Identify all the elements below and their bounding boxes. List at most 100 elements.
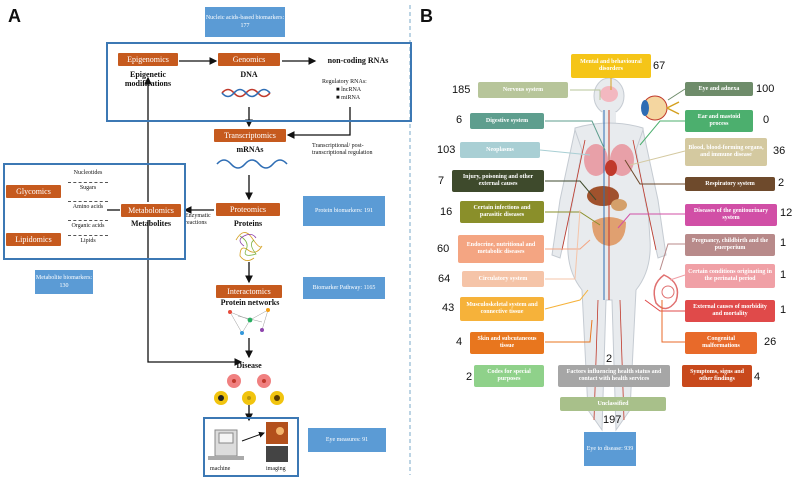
- molecule-list: Nucleotides Sugars Amino acids Organic a…: [68, 170, 108, 248]
- lncrna-item: ■ lncRNA: [336, 87, 362, 93]
- category-blood-immune: Blood, blood-forming organs, and immune …: [685, 138, 767, 166]
- count-infections-parasitic: 16: [440, 206, 453, 218]
- count-circulatory-system: 64: [438, 273, 451, 285]
- eye-machine-graphic: [208, 429, 244, 460]
- count-mental-behavioural: 67: [653, 60, 666, 72]
- retina-image-graphic: [241, 422, 288, 462]
- count-congenital-malformations: 26: [764, 336, 777, 348]
- mirna-item: ■ miRNA: [336, 95, 361, 101]
- mrnas-label: mRNAs: [236, 145, 264, 154]
- fetus-graphic: [653, 274, 679, 310]
- metabolites-label: Metabolites: [131, 219, 171, 228]
- molecule-sugars: Sugars: [79, 185, 97, 191]
- panel-a-letter: A: [8, 6, 21, 26]
- count-digestive-system: 6: [456, 114, 463, 126]
- callout-eye-measures: Eye measures: 91: [308, 428, 386, 452]
- category-unclassified: Unclassified: [560, 397, 666, 411]
- count-musculoskeletal: 43: [442, 302, 455, 314]
- category-congenital-malformations: Congenital malformations: [685, 332, 757, 354]
- dna-helix-graphic: [221, 88, 271, 98]
- count-factors-health-status: 2: [606, 353, 613, 365]
- count-neoplasms: 103: [437, 144, 456, 156]
- count-external-causes: 1: [780, 304, 787, 316]
- category-endocrine-metabolic: Endocrine, nutritional and metabolic dis…: [458, 235, 544, 263]
- count-special-purposes: 2: [466, 371, 473, 383]
- leader-lines: [539, 78, 686, 343]
- count-skin-subcutaneous: 4: [456, 336, 463, 348]
- protein-networks-label: Protein networks: [220, 298, 280, 307]
- disease-label: Disease: [236, 361, 262, 370]
- count-symptoms-signs: 4: [754, 371, 761, 383]
- category-musculoskeletal: Musculoskeletal system and connective ti…: [460, 297, 544, 321]
- category-skin-subcutaneous: Skin and subcutaneous tissue: [470, 332, 544, 354]
- network-graphic: [228, 308, 270, 335]
- genomics-box: Genomics: [218, 53, 280, 66]
- category-external-causes: External causes of morbidity and mortali…: [685, 300, 775, 322]
- callout-biomarker-pathway: Biomarker Pathway: 1165: [303, 277, 385, 299]
- callout-metabolite-biomarkers: Metabolite biomarkers: 130: [35, 270, 93, 294]
- count-eye-adnexa: 100: [756, 83, 775, 95]
- category-symptoms-signs: Symptoms, signs and other findings: [682, 365, 752, 387]
- category-eye-adnexa: Eye and adnexa: [685, 82, 753, 96]
- category-circulatory-system: Circulatory system: [462, 271, 544, 287]
- enzymatic-reactions-label: Enzymatic reactions: [185, 213, 211, 226]
- eye-measures-box: [203, 417, 299, 477]
- proteins-label: Proteins: [233, 219, 263, 228]
- category-pregnancy-childbirth: Pregnancy, childbirth and the puerperium: [685, 234, 775, 256]
- category-digestive-system: Digestive system: [470, 113, 544, 129]
- glycomics-box: Glycomics: [6, 185, 61, 198]
- category-genitourinary: Diseases of the genitourinary system: [685, 204, 777, 226]
- transcriptomics-box: Transcriptomics: [214, 129, 286, 142]
- molecule-separator: [68, 182, 108, 183]
- disease-eye-images: [214, 374, 284, 405]
- molecule-nucleotides: Nucleotides: [73, 170, 103, 176]
- callout-protein-biomarkers: Protein biomarkers: 191: [303, 196, 385, 226]
- epigenetic-modifications-label: Epigenetic modifications: [124, 70, 172, 88]
- molecule-separator: [68, 235, 108, 236]
- category-injury-poisoning: Injury, poisoning and other external cau…: [452, 170, 544, 192]
- lipidomics-box: Lipidomics: [6, 233, 61, 246]
- regulatory-rnas-label: Regulatory RNAs:: [322, 79, 367, 85]
- rna-strand-graphic: [216, 159, 288, 169]
- count-injury-poisoning: 7: [438, 175, 445, 187]
- proteomics-box: Proteomics: [216, 203, 280, 216]
- count-respiratory-system: 2: [778, 177, 785, 189]
- category-nervous-system: Nervous system: [478, 82, 568, 98]
- molecule-separator: [68, 201, 108, 202]
- count-perinatal-conditions: 1: [780, 269, 787, 281]
- category-neoplasms: Neoplasms: [460, 142, 540, 158]
- genomics-region-box: [106, 42, 412, 122]
- count-endocrine-metabolic: 60: [437, 243, 450, 255]
- category-special-purposes: Codes for special purposes: [474, 365, 544, 387]
- eye-anatomy-graphic: [641, 95, 680, 121]
- machine-label: machine: [210, 466, 231, 472]
- non-coding-rnas-label: non-coding RNAs: [327, 56, 389, 65]
- category-perinatal-conditions: Certain conditions originating in the pe…: [685, 264, 775, 288]
- count-blood-immune: 36: [773, 145, 786, 157]
- callout-nucleic-acids: Nucleic acids-based biomarkers: 177: [205, 7, 285, 37]
- callout-eye-to-disease: Eye to disease: 939: [584, 432, 636, 466]
- count-nervous-system: 185: [452, 84, 471, 96]
- dna-label: DNA: [240, 70, 258, 79]
- category-ear-mastoid: Ear and mastoid process: [685, 110, 753, 132]
- molecule-lipids: Lipids: [80, 238, 96, 244]
- molecule-separator: [68, 220, 108, 221]
- category-infections-parasitic: Certain infections and parasitic disease…: [460, 201, 544, 223]
- category-respiratory-system: Respiratory system: [685, 177, 775, 191]
- epigenomics-box: Epigenomics: [118, 53, 178, 66]
- protein-graphic: [235, 232, 263, 261]
- count-unclassified: 197: [603, 414, 622, 426]
- metabolomics-region-box: [3, 163, 186, 260]
- molecule-organic-acids: Organic acids: [71, 223, 105, 229]
- category-factors-health-status: Factors influencing health status and co…: [558, 365, 670, 387]
- interactomics-box: Interactomics: [216, 285, 282, 298]
- count-genitourinary: 12: [780, 207, 793, 219]
- imaging-label: imaging: [266, 466, 286, 472]
- count-ear-mastoid: 0: [763, 114, 770, 126]
- count-pregnancy-childbirth: 1: [780, 237, 787, 249]
- panel-b-letter: B: [420, 6, 433, 26]
- molecule-amino-acids: Amino acids: [72, 204, 104, 210]
- transcriptional-regulation-label: Transcriptional/ post-transcriptional re…: [312, 143, 373, 156]
